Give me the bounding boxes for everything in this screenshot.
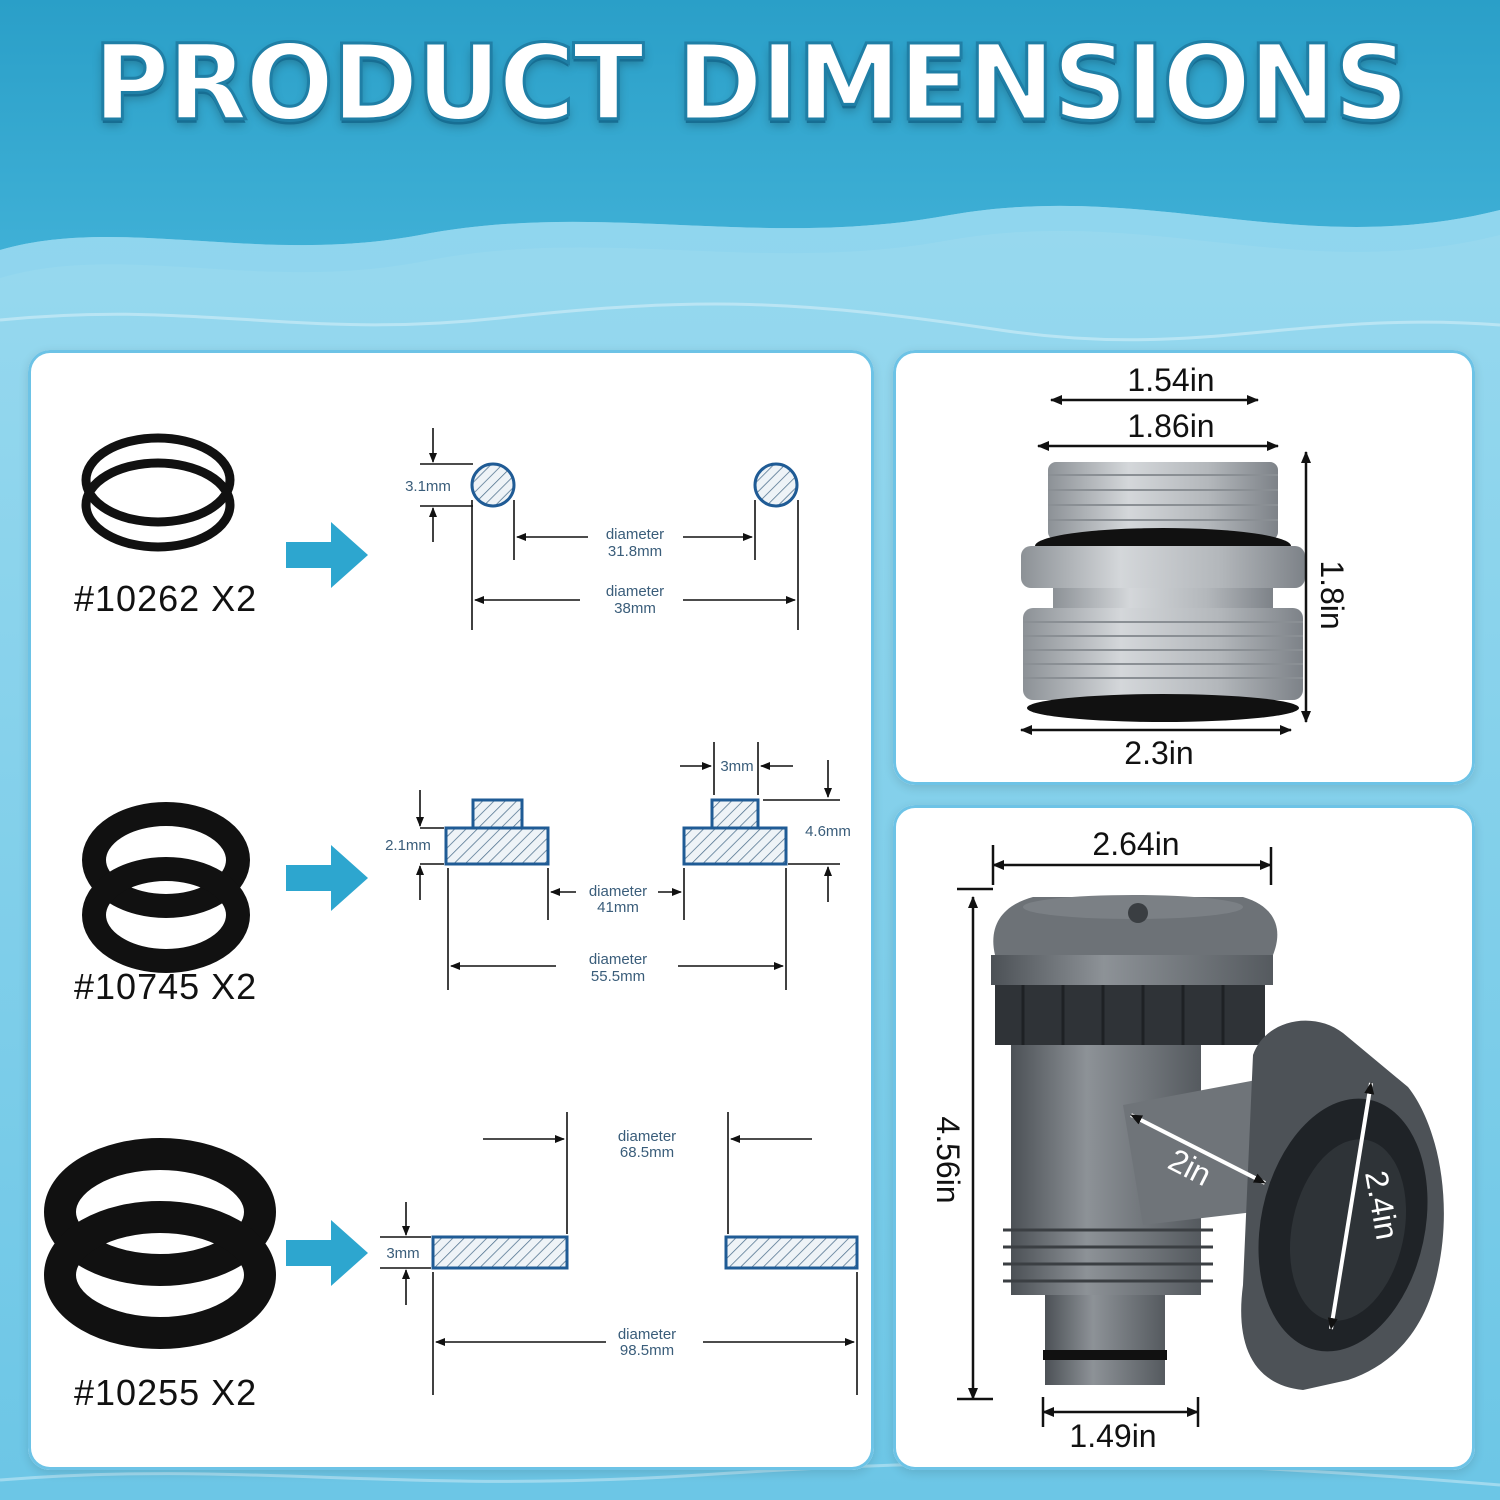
adapter-dimensions-panel: 1.54in 1.86in 1.8in 2.3in bbox=[893, 350, 1475, 785]
step-width: 3mm bbox=[720, 758, 753, 775]
bottom-dimension: 1.49in bbox=[1069, 1418, 1156, 1454]
gasket-dimensions-panel: 3.1mm diameter 31.8mm diameter 38mm bbox=[28, 350, 874, 1470]
part-label: #10745 X2 bbox=[74, 966, 258, 1007]
part-label: #10262 X2 bbox=[74, 578, 258, 619]
flat-washer-pair-icon bbox=[44, 1138, 276, 1349]
height-dimension: 1.8in bbox=[1314, 560, 1350, 629]
outer-diameter-label: diameter bbox=[589, 951, 647, 968]
inner-diameter-label: diameter bbox=[606, 526, 664, 543]
plunger-valve-icon bbox=[991, 895, 1444, 1390]
stepped-washer-pair-icon bbox=[82, 802, 250, 973]
inner-diameter-value: 41mm bbox=[597, 899, 639, 916]
inner-diameter-value: 31.8mm bbox=[608, 543, 662, 560]
gasket-drawings: 3.1mm diameter 31.8mm diameter 38mm bbox=[44, 428, 859, 1395]
top-outer-dimension: 1.86in bbox=[1127, 408, 1214, 444]
outer-diameter-value: 98.5mm bbox=[620, 1342, 674, 1359]
arrow-icon bbox=[286, 522, 368, 588]
height-dimension: 4.56in bbox=[930, 1116, 966, 1203]
inner-diameter-label: diameter bbox=[589, 883, 647, 900]
top-inner-dimension: 1.54in bbox=[1127, 362, 1214, 398]
outer-diameter-label: diameter bbox=[606, 583, 664, 600]
width-dimension: 2.64in bbox=[1092, 826, 1179, 862]
o-ring-cross-section bbox=[420, 428, 799, 630]
stepped-washer-cross-section bbox=[416, 742, 840, 990]
height-b: 4.6mm bbox=[805, 823, 851, 840]
valve-drawing: 2.64in 4.56in 2in 2.4in 1.49in bbox=[930, 826, 1444, 1454]
arrow-icon bbox=[286, 845, 368, 911]
cross-section-size: 3.1mm bbox=[405, 478, 451, 495]
thickness: 3mm bbox=[386, 1245, 419, 1262]
threaded-adapter-icon bbox=[1021, 462, 1305, 722]
flat-washer-cross-section bbox=[380, 1112, 859, 1395]
height-a: 2.1mm bbox=[385, 837, 431, 854]
inner-diameter-label: diameter bbox=[618, 1128, 676, 1145]
arrow-icon bbox=[286, 1220, 368, 1286]
outer-diameter-value: 55.5mm bbox=[591, 968, 645, 985]
outer-diameter-value: 38mm bbox=[614, 600, 656, 617]
bottom-dimension: 2.3in bbox=[1124, 735, 1193, 771]
outer-diameter-label: diameter bbox=[618, 1326, 676, 1343]
o-ring-pair-icon bbox=[81, 433, 235, 552]
page-title: PRODUCT DIMENSIONS bbox=[92, 21, 1411, 146]
adapter-drawing: 1.54in 1.86in 1.8in 2.3in bbox=[1020, 362, 1350, 771]
part-label: #10255 X2 bbox=[74, 1372, 258, 1413]
valve-dimensions-panel: 2.64in 4.56in 2in 2.4in 1.49in bbox=[893, 805, 1475, 1470]
inner-diameter-value: 68.5mm bbox=[620, 1144, 674, 1161]
